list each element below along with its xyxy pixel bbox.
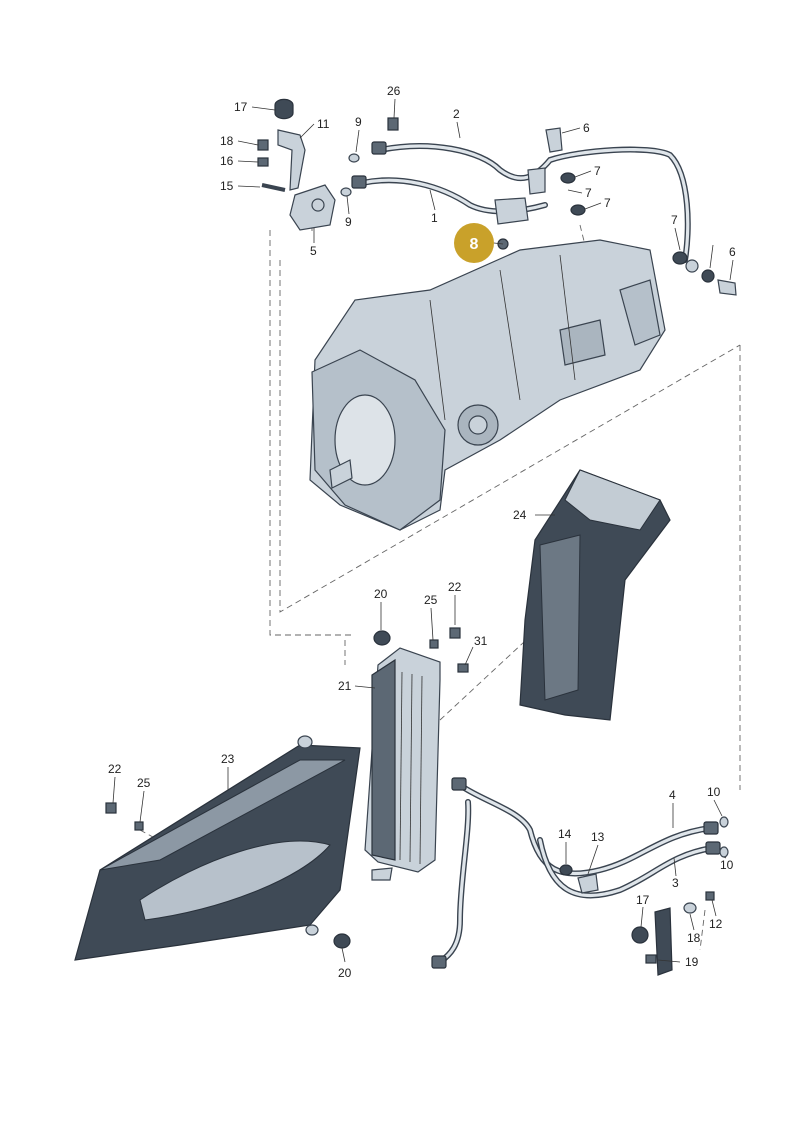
air-duct [519,469,671,721]
gearbox-housing [309,239,666,531]
callout-19: 19 [685,955,699,969]
callout-3: 3 [672,876,679,890]
callout-1: 1 [431,211,438,225]
callout-15: 15 [220,179,234,193]
callout-18: 18 [220,134,234,148]
callout-10-upper: 10 [707,785,721,799]
callout-12: 12 [709,917,723,931]
callout-22-upper: 22 [448,580,462,594]
callout-4: 4 [669,788,676,802]
callout-7-a: 7 [594,164,601,178]
callout-labels: 17 11 18 16 15 5 9 9 26 2 1 6 7 7 7 7 6 … [108,84,736,980]
highlighted-part-marker[interactable]: 8 [454,223,504,263]
callout-22-lower: 22 [108,762,122,776]
callout-17: 17 [234,100,248,114]
highlight-circle[interactable] [454,223,494,263]
callout-16: 16 [220,154,234,168]
callout-14: 14 [558,827,572,841]
callout-31: 31 [474,634,488,648]
callout-9-upper: 9 [355,115,362,129]
cooler-air-duct [74,735,361,961]
callout-20-upper: 20 [374,587,388,601]
callout-9-lower: 9 [345,215,352,229]
callout-20-lower: 20 [338,966,352,980]
thermostat-valve [257,98,360,231]
callout-11: 11 [317,117,330,131]
callout-7-d: 7 [671,213,678,227]
callout-6-lower: 6 [729,245,736,259]
callout-25-upper: 25 [424,593,438,607]
callout-17-lower: 17 [636,893,650,907]
highlight-label: 8 [470,236,479,253]
callout-13: 13 [591,830,605,844]
callout-18-lower: 18 [687,931,701,945]
oil-cooler [364,627,469,881]
oil-pipe-upper [351,141,691,263]
leader-lines [112,98,734,963]
callout-6-upper: 6 [583,121,590,135]
callout-7-c: 7 [604,196,611,210]
callout-5: 5 [310,244,317,258]
oil-pipe-lower [431,777,729,976]
callout-23: 23 [221,752,235,766]
callout-21: 21 [338,679,352,693]
callout-24: 24 [513,508,527,522]
callout-2: 2 [453,107,460,121]
callout-25-lower: 25 [137,776,151,790]
callout-7-b: 7 [585,186,592,200]
callout-26: 26 [387,84,401,98]
banjo-bolts [387,117,737,296]
callout-10-lower: 10 [720,858,734,872]
